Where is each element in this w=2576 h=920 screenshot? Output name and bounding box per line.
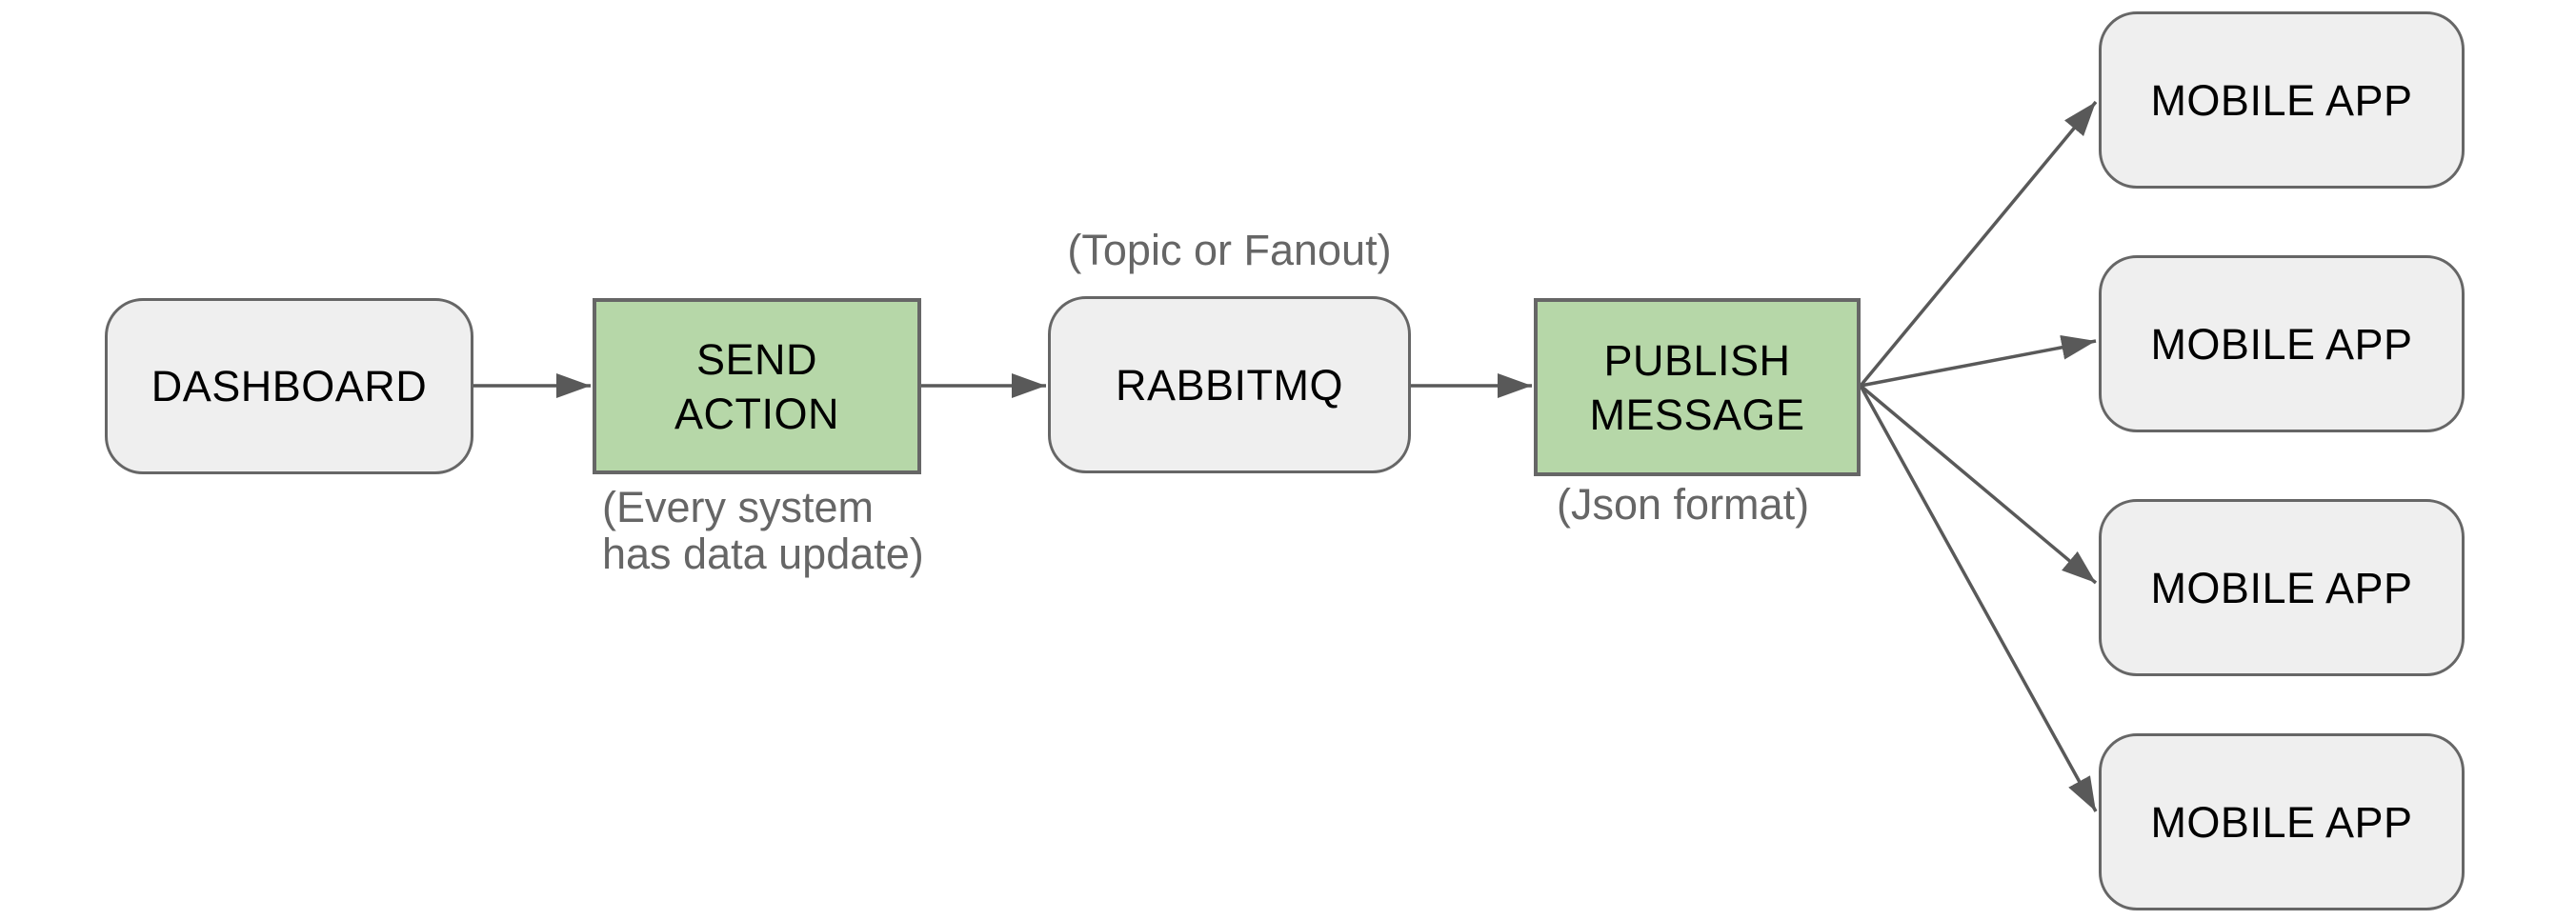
node-mobile-app-4-label: MOBILE APP [2150,797,2413,847]
node-rabbitmq: RABBITMQ [1048,296,1411,473]
caption-send-action: (Every system has data update) [602,484,924,577]
connector-publish-to-mobile-app-2 [1860,334,2097,388]
caption-rabbitmq-text: (Topic or Fanout) [1067,226,1392,274]
connector-publish-to-mobile-app-3 [1859,384,2098,585]
caption-rabbitmq: (Topic or Fanout) [1048,227,1411,273]
caption-send-action-line2: has data update) [602,530,924,578]
node-mobile-app-3: MOBILE APP [2099,499,2465,676]
connector-publish-to-mobile-app-4 [1859,385,2098,812]
caption-publish-message-text: (Json format) [1557,480,1810,529]
node-send-action-label-line2: ACTION [674,389,839,438]
node-rabbitmq-label: RABBITMQ [1115,360,1344,410]
node-mobile-app-3-label: MOBILE APP [2150,563,2413,612]
node-mobile-app-2: MOBILE APP [2099,255,2465,432]
node-publish-message-label-line2: MESSAGE [1589,390,1805,439]
caption-send-action-line1: (Every system [602,483,875,531]
node-mobile-app-4: MOBILE APP [2099,733,2465,910]
node-publish-message-label-line1: PUBLISH [1603,335,1791,385]
node-mobile-app-1: MOBILE APP [2099,11,2465,189]
node-mobile-app-2-label: MOBILE APP [2150,319,2413,369]
connector-publish-to-mobile-app-1 [1859,100,2098,388]
node-mobile-app-1-label: MOBILE APP [2150,75,2413,125]
caption-publish-message: (Json format) [1557,481,1809,528]
node-dashboard-label: DASHBOARD [151,362,428,410]
node-publish-message: PUBLISH MESSAGE [1534,298,1861,476]
node-send-action: SEND ACTION [593,298,921,474]
node-send-action-label-line1: SEND [695,334,818,384]
node-dashboard: DASHBOARD [105,298,473,474]
